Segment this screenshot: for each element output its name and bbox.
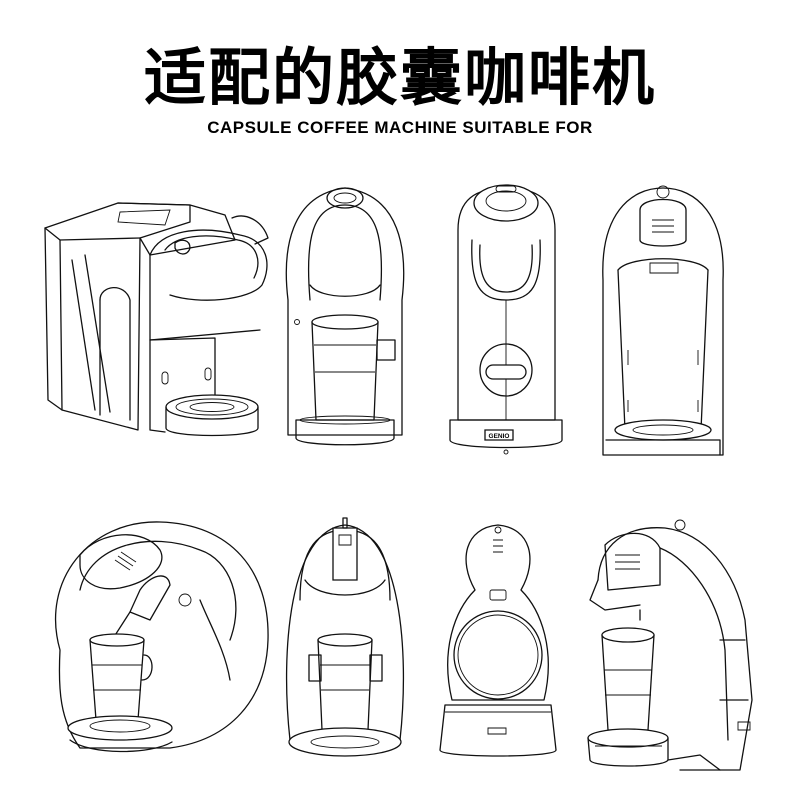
machine-1-illustration bbox=[45, 203, 268, 436]
machine-7-illustration bbox=[440, 525, 556, 756]
genio-badge: GENIO bbox=[489, 433, 510, 440]
machine-6-illustration bbox=[287, 518, 404, 756]
machine-8-illustration bbox=[588, 520, 752, 770]
page-title: 适配的胶囊咖啡机 bbox=[143, 41, 656, 114]
machine-2-illustration bbox=[286, 188, 403, 445]
machine-5-illustration bbox=[56, 522, 269, 752]
machine-3-illustration: GENIO bbox=[450, 185, 562, 454]
page-subtitle: CAPSULE COFFEE MACHINE SUITABLE FOR bbox=[207, 118, 593, 137]
machine-4-illustration bbox=[603, 186, 723, 455]
